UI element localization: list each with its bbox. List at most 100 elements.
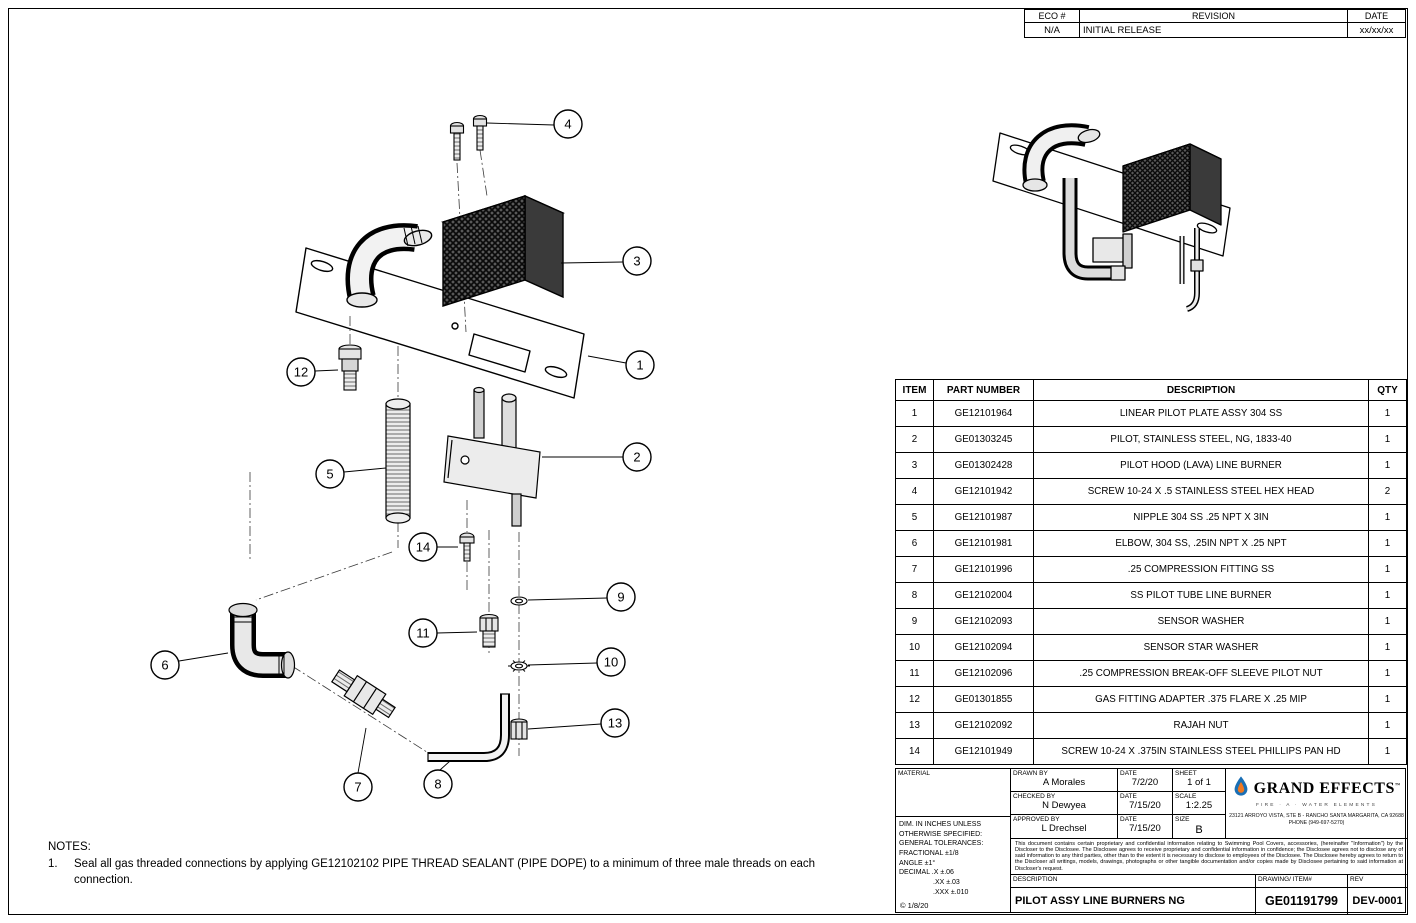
revision-date-value: xx/xx/xx	[1347, 22, 1406, 38]
checked-by-label: CHECKED BY	[1013, 793, 1056, 800]
sheet-cell: SHEET 1 of 1	[1173, 769, 1226, 792]
balloon-13: 13	[600, 708, 630, 738]
part-compression-fitting	[331, 669, 396, 719]
size-value: B	[1195, 824, 1203, 837]
tolerance-line: DECIMAL .X ±.06	[899, 869, 954, 877]
revision-col-revision: REVISION	[1079, 9, 1348, 23]
tolerance-line: OTHERWISE SPECIFIED:	[899, 830, 983, 838]
revision-col-eco: ECO #	[1024, 9, 1080, 23]
rev-label: REV	[1350, 876, 1364, 883]
checked-date-label: DATE	[1120, 793, 1137, 800]
svg-text:9: 9	[617, 590, 624, 605]
revision-header-row: ECO # REVISION DATE	[1024, 9, 1406, 23]
balloon-2: 2	[622, 442, 652, 472]
balloon-7: 7	[343, 772, 373, 802]
svg-text:3: 3	[633, 254, 640, 269]
size-cell: SIZE B	[1173, 815, 1226, 839]
drawing-label-cell: DRAWING/ ITEM#	[1256, 875, 1348, 888]
note-item: 1. Seal all gas threaded connections by …	[48, 857, 834, 888]
material-cell: MATERIAL	[896, 769, 1011, 817]
company-tagline: FIRE · A · WATER ELEMENTS	[1255, 803, 1378, 808]
checked-by-value: N Dewyea	[1042, 800, 1086, 812]
tolerance-line: ANGLE ±1°	[899, 859, 936, 867]
tolerance-line: FRACTIONAL ±1/8	[899, 849, 959, 857]
copyright-note: © 1/8/20	[900, 901, 929, 910]
tolerances-cell: DIM. IN INCHES UNLESS OTHERWISE SPECIFIE…	[896, 817, 1011, 913]
company-phone: PHONE (949-697-5270)	[1288, 819, 1345, 826]
sheet-border-frame	[8, 8, 1408, 915]
part-pilot	[443, 386, 541, 527]
sheet-value: 1 of 1	[1187, 777, 1211, 789]
revision-name-value: INITIAL RELEASE	[1079, 22, 1348, 38]
approved-date-label: DATE	[1120, 816, 1137, 823]
notes-heading: NOTES:	[48, 841, 91, 853]
centerlines	[249, 149, 520, 756]
part-rajah-nut	[510, 718, 528, 740]
approved-by-label: APPROVED BY	[1013, 816, 1060, 823]
svg-text:7: 7	[354, 780, 361, 795]
svg-text:2: 2	[633, 450, 640, 465]
size-label: SIZE	[1175, 816, 1190, 823]
leader-lines	[178, 122, 627, 774]
balloon-12: 12	[286, 357, 316, 387]
part-gas-fitting-adapter	[338, 344, 362, 391]
drawn-date-value: 7/2/20	[1131, 777, 1159, 789]
part-sensor-washer	[510, 596, 528, 606]
drawing-number-value: GE01191799	[1265, 894, 1338, 908]
part-nipple	[385, 398, 411, 524]
balloon-10: 10	[596, 647, 626, 677]
company-name: GRAND EFFECTS™	[1253, 779, 1401, 797]
svg-text:6: 6	[161, 658, 168, 673]
parts-header-row: ITEM PART NUMBER DESCRIPTION QTY	[895, 379, 1407, 401]
part-hex-screws	[449, 114, 488, 161]
company-logo-cell: GRAND EFFECTS™ FIRE · A · WATER ELEMENTS…	[1226, 769, 1407, 839]
balloon-8: 8	[423, 769, 453, 799]
balloon-6: 6	[150, 650, 180, 680]
svg-text:5: 5	[326, 467, 333, 482]
notes: NOTES: 1. Seal all gas threaded connecti…	[48, 841, 834, 888]
drawn-date-label: DATE	[1120, 770, 1137, 777]
drawn-by-value: A Morales	[1042, 777, 1086, 789]
checked-date-value: 7/15/20	[1129, 800, 1161, 812]
scale-cell: SCALE 1:2.25	[1173, 792, 1226, 815]
rev-value: DEV-0001	[1352, 895, 1403, 907]
title-block: MATERIAL DIM. IN INCHES UNLESS OTHERWISE…	[895, 768, 1407, 914]
tolerance-line: GENERAL TOLERANCES:	[899, 840, 984, 848]
svg-text:14: 14	[416, 540, 430, 555]
checked-by-cell: CHECKED BY N Dewyea	[1011, 792, 1118, 815]
part-pilot-tube	[427, 693, 510, 762]
svg-text:12: 12	[294, 365, 308, 380]
approved-date-value: 7/15/20	[1129, 823, 1161, 835]
parts-col-qty: QTY	[1368, 379, 1407, 401]
tolerance-line: DIM. IN INCHES UNLESS	[899, 821, 982, 828]
grand-effects-logo-icon	[1233, 775, 1249, 802]
description-label: DESCRIPTION	[1013, 876, 1058, 883]
balloon-14: 14	[408, 532, 438, 562]
part-break-off-sleeve-nut	[479, 613, 499, 648]
drawing-number-cell: GE01191799	[1256, 888, 1348, 914]
part-pilot-plate	[295, 223, 585, 399]
svg-text:10: 10	[604, 655, 618, 670]
approved-date-cell: DATE 7/15/20	[1118, 815, 1173, 839]
part-elbow	[228, 602, 296, 679]
parts-col-part-number: PART NUMBER	[933, 379, 1034, 401]
drawn-date-cell: DATE 7/2/20	[1118, 769, 1173, 792]
svg-text:1: 1	[636, 358, 643, 373]
note-text: Seal all gas threaded connections by app…	[74, 858, 816, 886]
part-phillips-screw	[459, 532, 475, 562]
balloon-3: 3	[622, 246, 652, 276]
tolerance-line: .XX ±.03	[933, 878, 960, 886]
note-index: 1.	[48, 858, 58, 870]
revision-row: N/A INITIAL RELEASE xx/xx/xx	[1024, 22, 1406, 38]
checked-date-cell: DATE 7/15/20	[1118, 792, 1173, 815]
balloon-5: 5	[315, 459, 345, 489]
